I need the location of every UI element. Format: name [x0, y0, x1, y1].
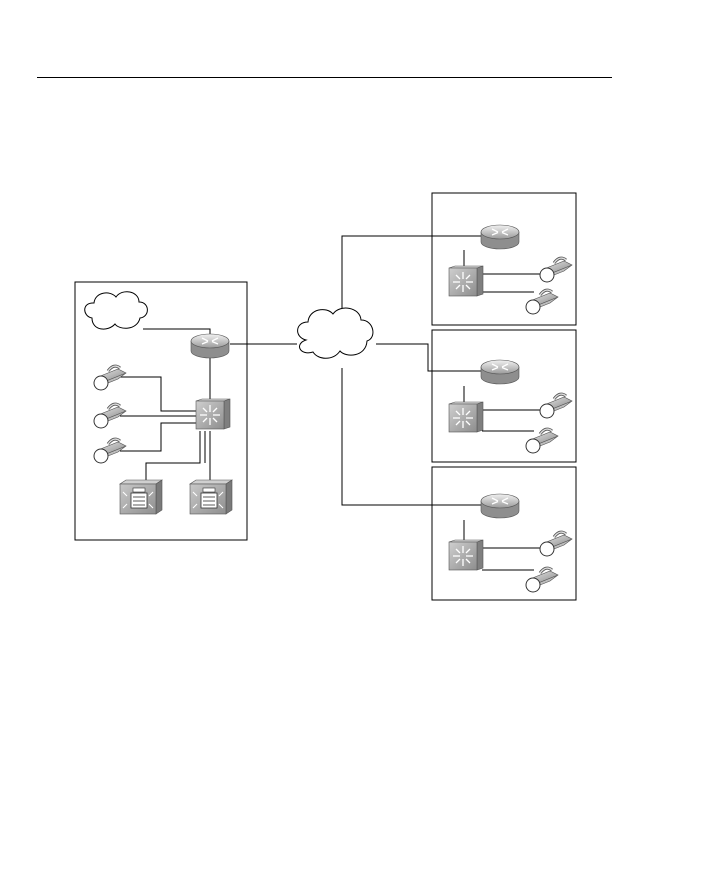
multilayer-switch-icon — [448, 401, 484, 433]
ip-phone-icon — [92, 364, 128, 392]
connection-lines — [120, 235, 548, 571]
ip-phone-icon — [538, 256, 574, 284]
page-header-rule — [37, 77, 612, 78]
call-manager-server-icon — [119, 479, 163, 515]
link-wan-branch3 — [341, 368, 481, 506]
cloud-icon — [84, 291, 148, 330]
multilayer-switch-icon — [448, 539, 484, 571]
router-icon — [190, 333, 230, 359]
link-hq-server1-switch — [145, 431, 201, 480]
ip-phone-icon — [524, 566, 560, 594]
call-manager-server-icon — [189, 479, 233, 515]
router-icon — [480, 493, 520, 519]
link-hq-phone3-switch — [120, 422, 196, 452]
multilayer-switch-icon — [195, 398, 231, 430]
link-wan-branch2 — [376, 343, 481, 372]
ip-phone-icon — [538, 530, 574, 558]
ip-phone-icon — [524, 288, 560, 316]
branch-2-site-boundary — [431, 329, 577, 463]
link-hq-phone1-switch — [120, 376, 196, 412]
hq-site-boundary — [74, 281, 248, 541]
router-icon — [480, 224, 520, 250]
branch-1-site-boundary — [431, 192, 577, 326]
wan-cloud-icon — [297, 307, 374, 359]
ip-phone-icon — [524, 427, 560, 455]
router-icon — [480, 359, 520, 385]
multilayer-switch-icon — [448, 265, 484, 297]
link-wan-branch1 — [341, 235, 481, 315]
ip-phone-icon — [538, 392, 574, 420]
branch-3-site-boundary — [431, 466, 577, 601]
